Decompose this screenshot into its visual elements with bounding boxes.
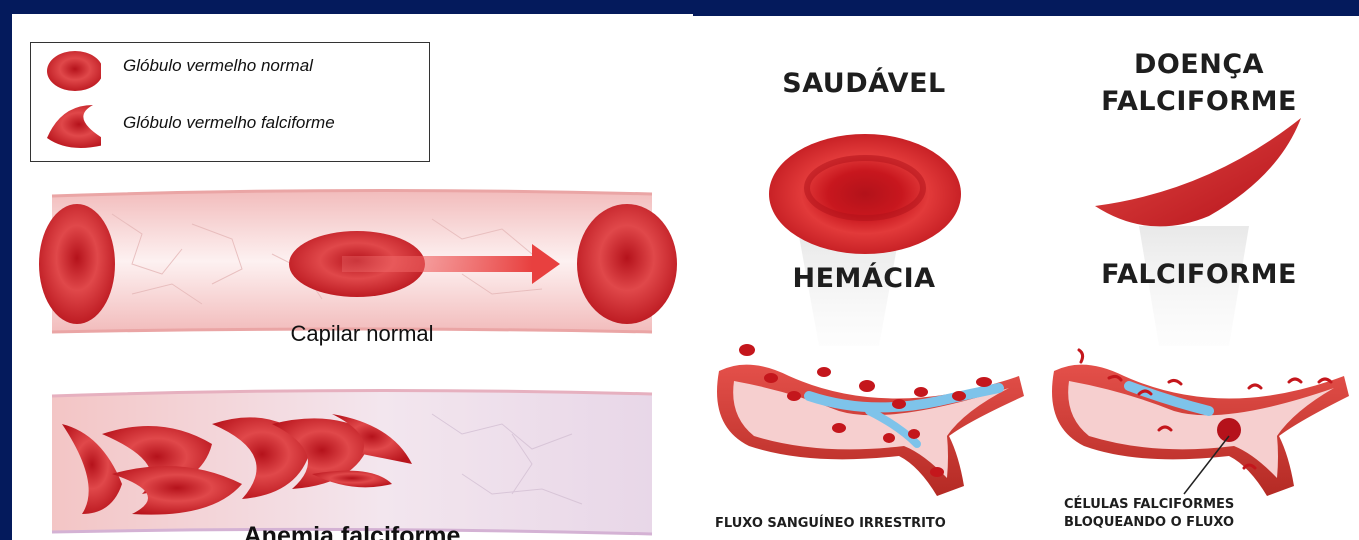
blocking-caption-line1: CÉLULAS FALCIFORMES: [1064, 496, 1264, 514]
right-infographic-panel: SAUDÁVEL DOENÇA FALCIFORME HEMÁCIA FALCI…: [689, 16, 1359, 540]
normal-capillary-label: Capilar normal: [222, 321, 502, 347]
sickle-vessel: [1052, 350, 1349, 496]
sickle-cell-icon: [47, 105, 101, 148]
unrestricted-flow-caption: FLUXO SANGUÍNEO IRRESTRITO: [715, 515, 1015, 533]
disease-title-line1: DOENÇA: [1069, 48, 1329, 81]
legend-normal-label: Glóbulo vermelho normal: [123, 56, 313, 76]
legend-box: Glóbulo vermelho normal Glóbulo vermelho…: [30, 42, 430, 162]
flow-arrow-shaft: [342, 256, 532, 272]
sickle-capillary-label: Anemia falciforme: [182, 522, 522, 540]
partial-red-cell-right: [577, 204, 677, 324]
normal-capillary: [39, 190, 677, 332]
hemacia-label: HEMÁCIA: [749, 262, 979, 295]
healthy-title: SAUDÁVEL: [749, 67, 979, 100]
legend-icons: [31, 43, 101, 161]
disease-title-line2: FALCIFORME: [1069, 85, 1329, 118]
healthy-vessel: [717, 344, 1024, 496]
sickle-capillary: [52, 390, 652, 534]
falciforme-label: FALCIFORME: [1069, 258, 1329, 291]
partial-red-cell-left: [39, 204, 115, 324]
left-illustration-panel: Glóbulo vermelho normal Glóbulo vermelho…: [12, 14, 693, 540]
legend-sickle-label: Glóbulo vermelho falciforme: [123, 113, 335, 133]
sickle-cell-blockage: [1217, 418, 1241, 442]
blocking-caption-line2: BLOQUEANDO O FLUXO: [1064, 514, 1264, 532]
sickle-red-blood-cell: [1095, 118, 1301, 226]
healthy-red-blood-cell: [769, 134, 961, 254]
normal-cell-icon: [47, 51, 101, 91]
